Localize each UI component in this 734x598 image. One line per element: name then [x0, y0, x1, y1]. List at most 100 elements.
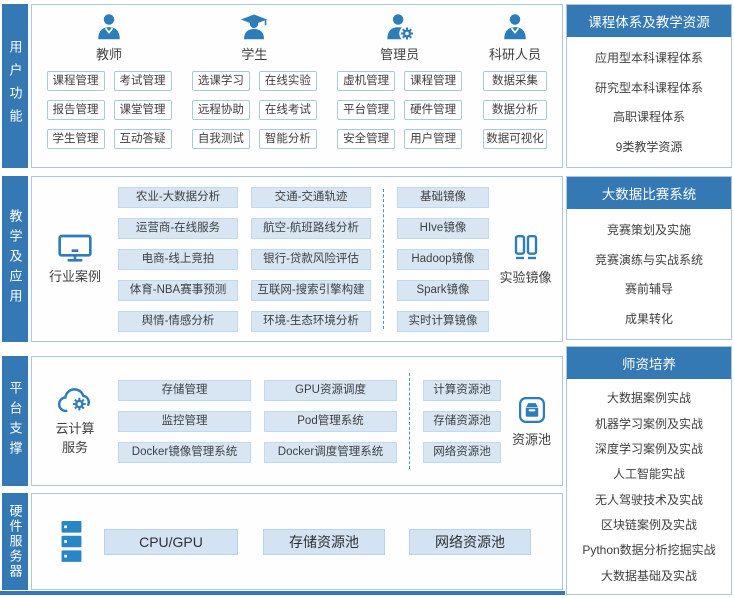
image-box: HIve镜像 — [397, 217, 489, 239]
section-platform-support: 平台支撑 云计算服务 存储管理 监控管理 Docker镜像管理系统 GPU资源调… — [2, 356, 563, 486]
panel-item: 应用型本科课程体系 — [594, 51, 703, 66]
panel-item: 高职课程体系 — [612, 110, 685, 125]
teaching-box: 行业案例 农业-大数据分析 运营商-在线服务 电商-线上竞拍 体育-NBA赛事预… — [31, 176, 563, 342]
user-group-label: 科研人员 — [488, 47, 541, 62]
teacher-icon — [94, 13, 124, 43]
hardware-box: CPU/GPU 存储资源池 网络资源池 — [31, 493, 563, 590]
experiment-images-icon — [510, 233, 542, 263]
panel-item: 区块链案例及实战 — [600, 518, 697, 533]
feature-box: 在线考试 — [258, 100, 317, 120]
bottom-accent-strip — [0, 591, 565, 595]
case-box: 航空-航班路线分析 — [251, 217, 371, 239]
pool-box: 计算资源池 — [423, 379, 501, 401]
feature-box: 数据分析 — [482, 100, 547, 120]
service-box: 存储管理 — [118, 379, 251, 401]
feature-box: 数据采集 — [482, 71, 547, 91]
feature-box: 课程管理 — [404, 71, 463, 91]
hardware-resource-box: CPU/GPU — [104, 528, 238, 555]
case-box: 电商-线上竞拍 — [118, 248, 238, 270]
case-box: 互联网-搜索引擎构建 — [251, 279, 371, 301]
user-group-admin: 管理员 虚机管理 课程管理 平台管理 硬件管理 安全管理 用户管理 — [337, 13, 463, 149]
feature-box: 数据可视化 — [482, 129, 547, 149]
monitor-icon — [57, 232, 93, 264]
cloud-services-block: 云计算服务 — [32, 384, 118, 458]
feature-box: 课堂管理 — [113, 100, 172, 120]
feature-box: 平台管理 — [337, 100, 396, 120]
pool-box: 网络资源池 — [423, 441, 501, 463]
user-group-student: 学生 选课学习 在线实验 远程协助 在线考试 自我测试 智能分析 — [191, 13, 317, 149]
panel-item: 赛前辅导 — [624, 282, 673, 297]
section-bar-hardware: 硬件服务器 — [2, 493, 28, 590]
panel-item: 无人驾驶技术及实战 — [594, 492, 703, 507]
feature-box: 虚机管理 — [337, 71, 396, 91]
resource-pool-block: 资源池 — [501, 395, 562, 448]
panel-item: 大数据案例实战 — [606, 391, 691, 406]
feature-box: 选课学习 — [191, 71, 250, 91]
panel-course-system: 课程体系及教学资源 应用型本科课程体系 研究型本科课程体系 高职课程体系 9类教… — [566, 4, 732, 168]
case-box: 交通-交通轨迹 — [251, 186, 371, 208]
experiment-images-label: 实验镜像 — [499, 269, 552, 285]
image-box: 基础镜像 — [397, 186, 489, 208]
case-box: 舆情-情感分析 — [118, 310, 238, 332]
pool-box: 存储资源池 — [423, 410, 501, 432]
panel-item: 大数据基础及实战 — [600, 568, 697, 583]
section-bar-user-functions: 用户功能 — [2, 4, 28, 168]
feature-box: 智能分析 — [258, 129, 317, 149]
panel-item: 深度学习案例及实战 — [594, 441, 703, 456]
panel-teacher-training: 师资培养 大数据案例实战 机器学习案例及实战 深度学习案例及实战 人工智能实战 … — [566, 346, 732, 595]
case-box: 体育-NBA赛事预测 — [118, 279, 238, 301]
user-group-label: 教师 — [95, 47, 122, 62]
service-box: Pod管理系统 — [264, 410, 397, 432]
user-group-label: 管理员 — [380, 47, 420, 62]
case-box: 环境-生态环境分析 — [251, 310, 371, 332]
section-bar-platform: 平台支撑 — [2, 356, 28, 486]
service-box: 监控管理 — [118, 410, 251, 432]
feature-box: 远程协助 — [191, 100, 250, 120]
feature-box: 互动答疑 — [113, 129, 172, 149]
section-bar-label: 用户功能 — [7, 40, 23, 132]
feature-box: 用户管理 — [404, 129, 463, 149]
hardware-resource-box: 存储资源池 — [263, 528, 385, 555]
user-functions-box: 教师 课程管理 考试管理 报告管理 课堂管理 学生管理 互动答疑 学生 — [31, 4, 563, 168]
section-user-functions: 用户功能 教师 课程管理 考试管理 报告管理 课堂管理 学生管理 互动答疑 — [2, 4, 563, 168]
panel-item: 竞赛演练与实战系统 — [594, 252, 703, 267]
panel-title: 大数据比赛系统 — [567, 177, 731, 209]
service-box: GPU资源调度 — [264, 379, 397, 401]
feature-box: 自我测试 — [191, 129, 250, 149]
section-bar-label: 教学及应用 — [7, 209, 23, 309]
section-hardware-server: 硬件服务器 CPU/GPU 存储资源池 网络资源池 — [2, 493, 563, 590]
industry-cases-block: 行业案例 — [32, 232, 118, 287]
case-box: 运营商-在线服务 — [118, 217, 238, 239]
student-icon — [237, 13, 271, 43]
panel-title: 师资培养 — [567, 347, 731, 379]
service-box: Docker调度管理系统 — [264, 441, 397, 463]
server-rack-icon — [60, 520, 84, 564]
panel-item: 9类教学资源 — [615, 139, 683, 154]
resource-pool-icon — [516, 395, 548, 425]
section-bar-teaching: 教学及应用 — [2, 176, 28, 342]
experiment-images-block: 实验镜像 — [489, 233, 562, 286]
panel-item: 研究型本科课程体系 — [594, 80, 703, 95]
image-box: 实时计算镜像 — [397, 310, 489, 332]
panel-title: 课程体系及教学资源 — [567, 5, 731, 37]
feature-box: 课程管理 — [46, 71, 105, 91]
feature-box: 考试管理 — [113, 71, 172, 91]
feature-box: 在线实验 — [258, 71, 317, 91]
user-group-researcher: 科研人员 数据采集 数据分析 数据可视化 — [482, 13, 548, 149]
resource-pool-label: 资源池 — [511, 431, 551, 447]
panel-item: 人工智能实战 — [612, 467, 685, 482]
platform-box: 云计算服务 存储管理 监控管理 Docker镜像管理系统 GPU资源调度 Pod… — [31, 356, 563, 486]
image-box: Spark镜像 — [397, 279, 489, 301]
cloud-services-label: 云计算服务 — [55, 421, 95, 455]
panel-item: Python数据分析挖掘实战 — [582, 543, 716, 558]
service-box: Docker镜像管理系统 — [118, 441, 251, 463]
panel-item: 成果转化 — [624, 311, 673, 326]
image-box: Hadoop镜像 — [397, 248, 489, 270]
panel-competition-system: 大数据比赛系统 竞赛策划及实施 竞赛演练与实战系统 赛前辅导 成果转化 — [566, 176, 732, 340]
industry-cases-label: 行业案例 — [48, 268, 101, 284]
hardware-resource-box: 网络资源池 — [409, 528, 531, 555]
case-box: 农业-大数据分析 — [118, 186, 238, 208]
user-group-teacher: 教师 课程管理 考试管理 报告管理 课堂管理 学生管理 互动答疑 — [46, 13, 172, 149]
dashed-divider — [383, 189, 384, 329]
